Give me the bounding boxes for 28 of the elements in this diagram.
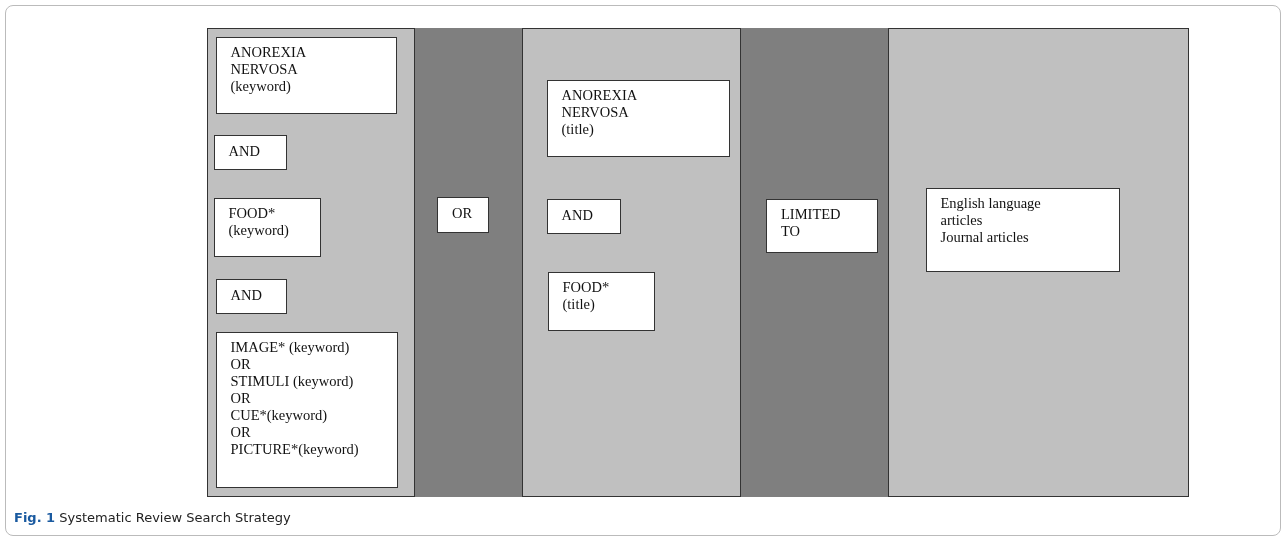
term-text: AND [230,286,262,304]
operator-band [415,28,522,497]
term-text: English language articles Journal articles [940,194,1041,246]
term-text: AND [561,206,593,224]
term-text: IMAGE* (keyword) OR STIMULI (keyword) OR CUE*(keyword) OR PICTURE*(keyword) [230,338,359,458]
column-panel [207,28,415,497]
operator-band [741,28,888,497]
term-box [766,199,878,253]
term-box [547,271,655,331]
term-box [215,331,398,488]
term-text: ANOREXIA NERVOSA (title) [561,86,638,138]
term-box [437,197,489,233]
term-box [213,134,287,170]
term-text: ANOREXIA NERVOSA (keyword) [230,43,307,95]
term-box [215,36,397,114]
term-text: FOOD* (keyword) [228,204,289,239]
term-text: AND [228,142,260,160]
term-box [546,198,621,234]
term-box [925,187,1120,272]
term-text: OR [452,205,473,222]
column-panel [522,28,741,497]
term-box [215,278,287,314]
term-text: LIMITED TO [781,206,841,240]
column-panel [888,28,1189,497]
term-box [213,197,321,257]
term-text: FOOD* (title) [562,278,610,313]
figure-caption: Fig. 1 Systematic Review Search Strategy [14,510,291,525]
term-box [546,79,730,157]
